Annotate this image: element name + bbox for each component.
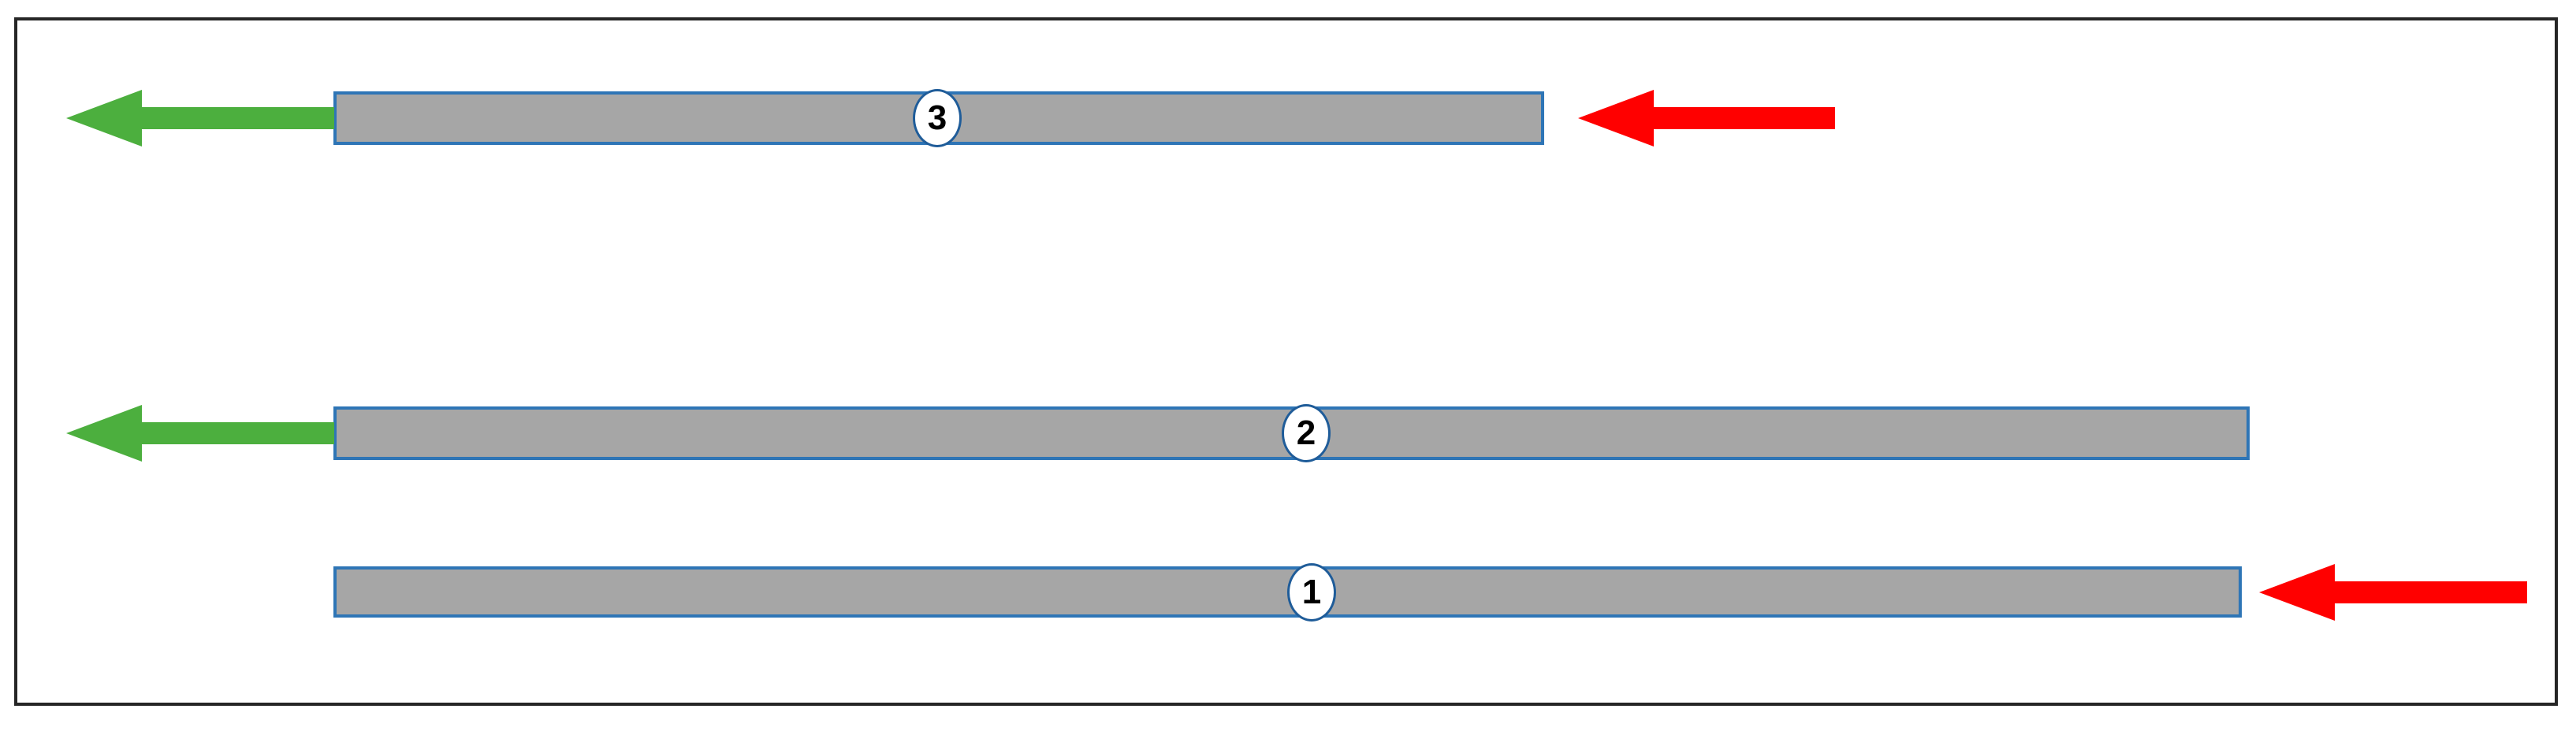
green-left-arrow-2[interactable] [66, 403, 334, 463]
bar-3-number-badge: 3 [913, 89, 962, 147]
outer-frame: 3 2 1 [14, 17, 2558, 706]
red-right-arrow-1[interactable] [2259, 562, 2527, 622]
red-arrow-shape [1578, 90, 1835, 147]
bar-1-number-badge: 1 [1287, 563, 1336, 622]
bar-2-number-badge: 2 [1282, 404, 1331, 462]
red-right-arrow-3[interactable] [1578, 88, 1835, 148]
green-arrow-shape [66, 405, 334, 462]
red-arrow-shape [2259, 564, 2527, 621]
green-left-arrow-3[interactable] [66, 88, 334, 148]
green-arrow-shape [66, 90, 334, 147]
